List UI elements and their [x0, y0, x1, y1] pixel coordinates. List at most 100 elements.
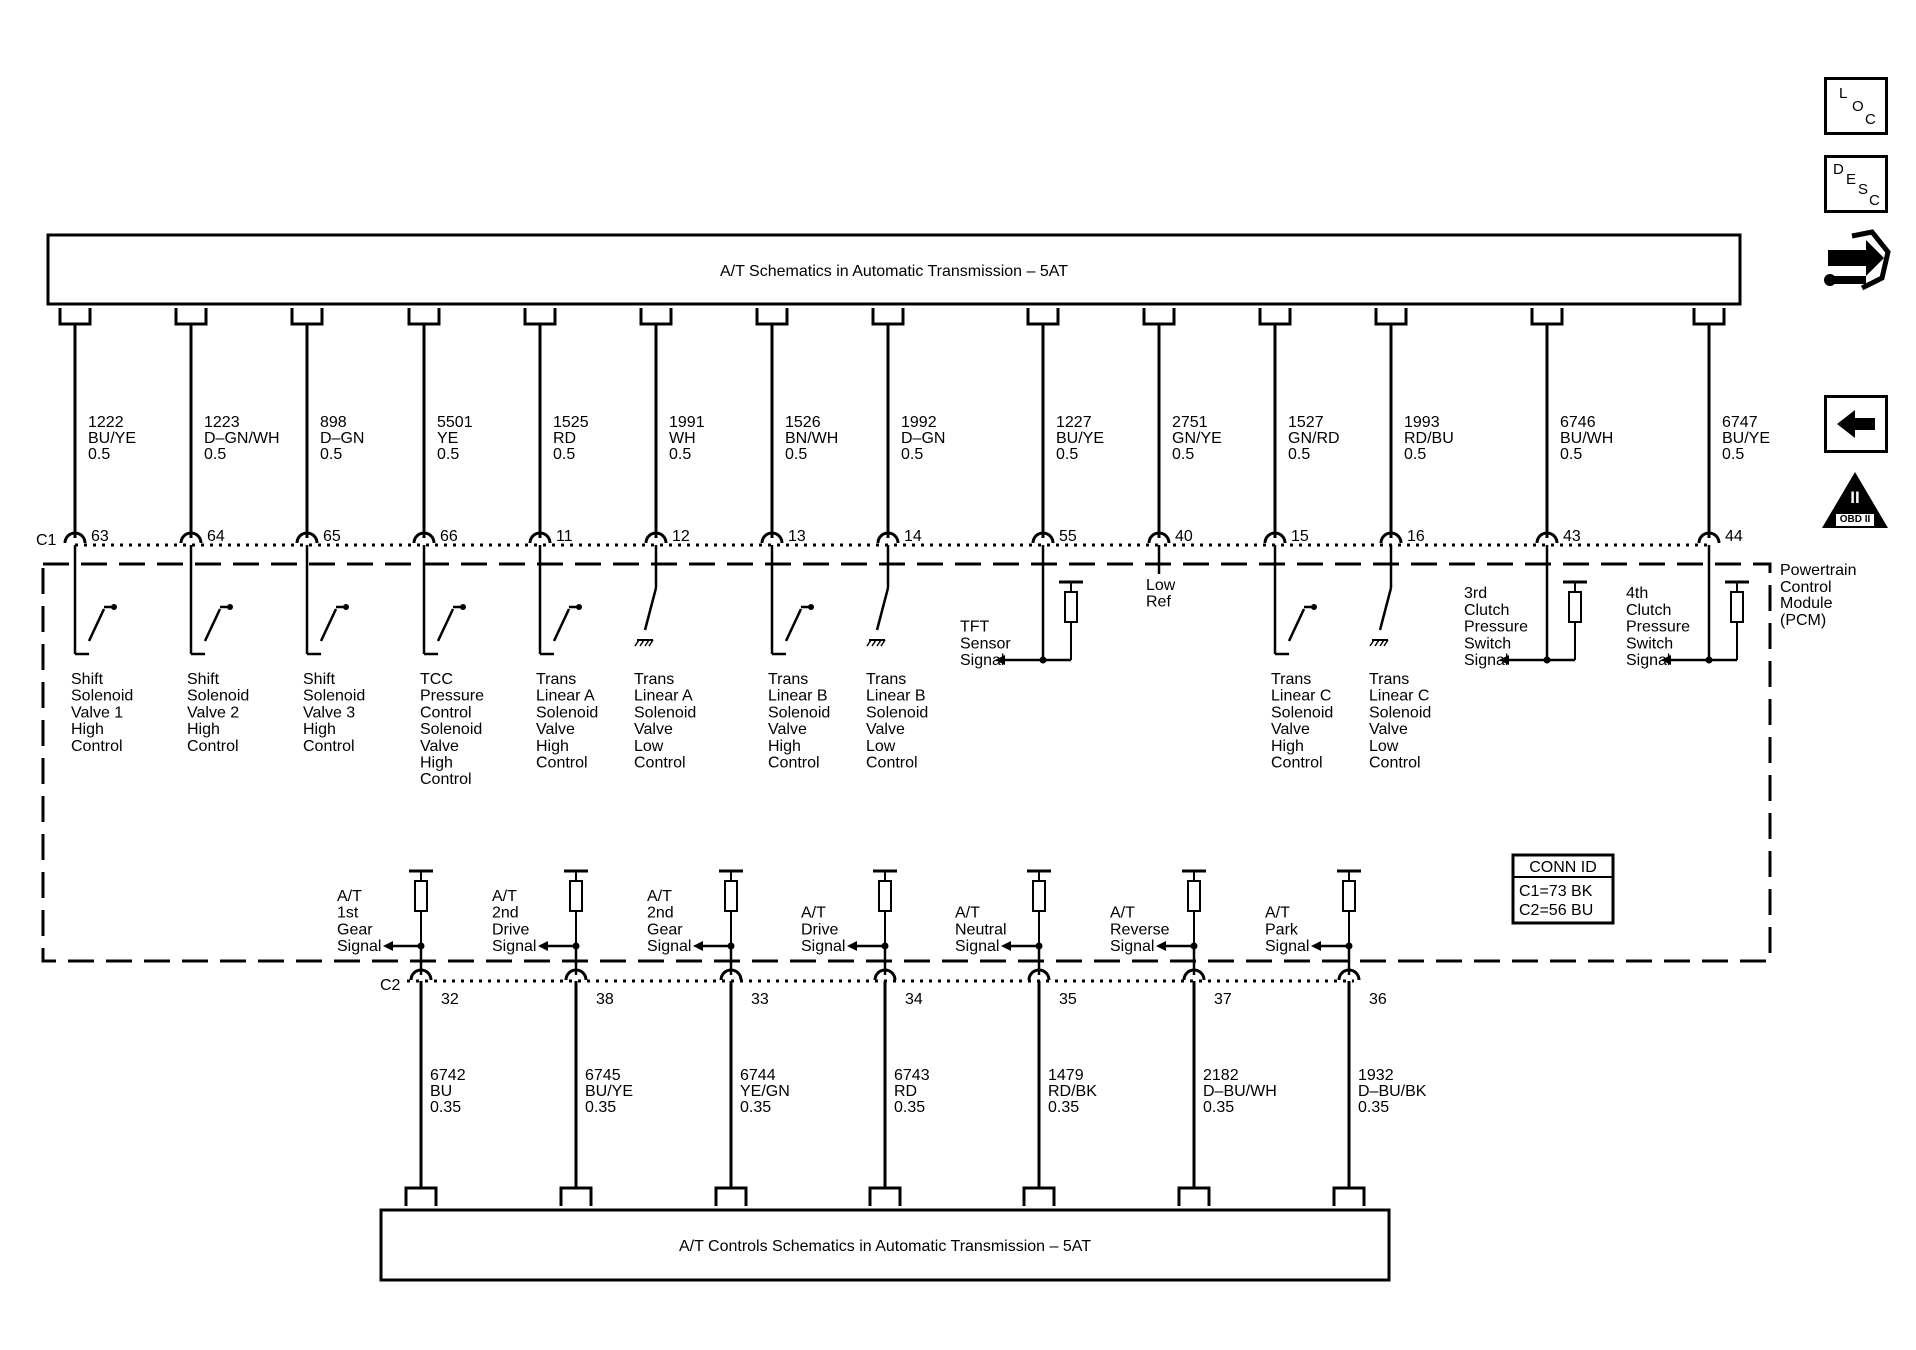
terminal-symbol [1697, 531, 1721, 544]
junction-dot [1543, 656, 1551, 664]
circuit-number: 1479 [1048, 1067, 1084, 1084]
driver-switch [87, 608, 106, 642]
loc-letter: L [1839, 85, 1848, 102]
connector-bracket [1374, 308, 1408, 326]
pin-number: 66 [440, 528, 458, 545]
circuit-description: 3rd [1464, 585, 1487, 602]
pull-up-resistor [1568, 591, 1582, 623]
circuit-description: 1st [337, 905, 359, 922]
pin-number: 11 [556, 528, 573, 545]
pin-number: 34 [905, 991, 923, 1008]
wire-gauge: 0.35 [430, 1099, 461, 1116]
circuit-description: 4th [1626, 585, 1648, 602]
description-icon[interactable]: D E S C [1824, 155, 1888, 213]
circuit-description: Linear C [1271, 688, 1331, 705]
circuit-description: Pressure [1464, 619, 1528, 636]
top-schematic-box[interactable] [46, 233, 1742, 306]
signal-arrow [383, 941, 393, 951]
circuit-description: Gear [647, 921, 683, 938]
circuit-number: 1992 [901, 414, 937, 431]
circuit-description: Trans [1369, 671, 1409, 688]
wire-gauge: 0.5 [320, 446, 342, 463]
circuit-description: Control [866, 755, 918, 772]
driver-switch [436, 608, 455, 642]
circuit-number: 6746 [1560, 414, 1596, 431]
circuit-description: Solenoid [303, 688, 365, 705]
circuit-description: TCC [420, 671, 453, 688]
back-arrow-icon[interactable] [1824, 395, 1888, 453]
connector-end-view-icon[interactable] [1822, 228, 1892, 296]
circuit-number: 6742 [430, 1067, 466, 1084]
signal-arrow [995, 655, 1005, 665]
circuit-description: Trans [866, 671, 906, 688]
circuit-description: Park [1265, 921, 1299, 938]
wire-gauge: 0.35 [1203, 1099, 1234, 1116]
obd-ii-icon[interactable]: II OBD II [1820, 470, 1890, 532]
driver-switch [643, 587, 658, 631]
circuit-description: Signal [1110, 938, 1154, 955]
pin-number: 14 [904, 528, 922, 545]
connector-bracket [559, 1186, 593, 1206]
circuit-description: Valve [1369, 721, 1408, 738]
terminal-symbol [63, 531, 87, 544]
circuit-number: 1932 [1358, 1067, 1394, 1084]
circuit-description: Signal [337, 938, 381, 955]
pin-number: 37 [1214, 991, 1232, 1008]
top-box-label: A/T Schematics in Automatic Transmission… [720, 263, 1068, 280]
location-icon[interactable]: L O C [1824, 77, 1888, 135]
wire-gauge: 0.5 [437, 446, 459, 463]
circuit-description: Neutral [955, 921, 1007, 938]
connector-bracket [1332, 1186, 1366, 1206]
signal-arrow [1001, 941, 1011, 951]
circuit-description: Valve [768, 721, 807, 738]
connector-bracket [58, 308, 92, 326]
ground-symbol [1369, 639, 1389, 647]
wire-gauge: 0.5 [901, 446, 923, 463]
wire-gauge: 0.5 [1560, 446, 1582, 463]
terminal-symbol [719, 968, 743, 981]
connector-bracket [1692, 308, 1726, 326]
pin-number: 55 [1059, 528, 1077, 545]
circuit-description: Drive [492, 921, 529, 938]
circuit-description: High [187, 721, 220, 738]
circuit-number: 1223 [204, 414, 240, 431]
terminal-symbol [644, 531, 668, 544]
terminal-symbol [873, 968, 897, 981]
circuit-number: 1527 [1288, 414, 1324, 431]
circuit-number: 2182 [1203, 1067, 1239, 1084]
terminal-symbol [564, 968, 588, 981]
pin-number: 15 [1291, 528, 1309, 545]
pull-up-resistor [1032, 880, 1046, 912]
connector-bracket [1022, 1186, 1056, 1206]
circuit-description: Valve [536, 721, 575, 738]
wire-gauge: 0.35 [1358, 1099, 1389, 1116]
circuit-description: Signal [1626, 652, 1670, 669]
circuit-description: Control [420, 771, 472, 788]
circuit-number: 6744 [740, 1067, 776, 1084]
signal-arrow [847, 941, 857, 951]
circuit-description: A/T [955, 905, 980, 922]
circuit-description: Valve [1271, 721, 1310, 738]
circuit-description: Control [768, 755, 820, 772]
circuit-number: 1227 [1056, 414, 1092, 431]
connector-bracket [523, 308, 557, 326]
circuit-description: Signal [492, 938, 536, 955]
circuit-description: Linear B [866, 688, 926, 705]
pull-up-resistor [1064, 591, 1078, 623]
circuit-description: Solenoid [634, 704, 696, 721]
bottom-schematic-box[interactable] [379, 1208, 1391, 1282]
wire-gauge: 0.5 [204, 446, 226, 463]
wire-color: BN/WH [785, 430, 838, 447]
circuit-description: 2nd [647, 905, 674, 922]
circuit-description: Solenoid [420, 721, 482, 738]
desc-letter: C [1869, 192, 1880, 209]
pin-number: 64 [207, 528, 225, 545]
switch-contact [343, 604, 349, 610]
switch-contact [1311, 604, 1317, 610]
